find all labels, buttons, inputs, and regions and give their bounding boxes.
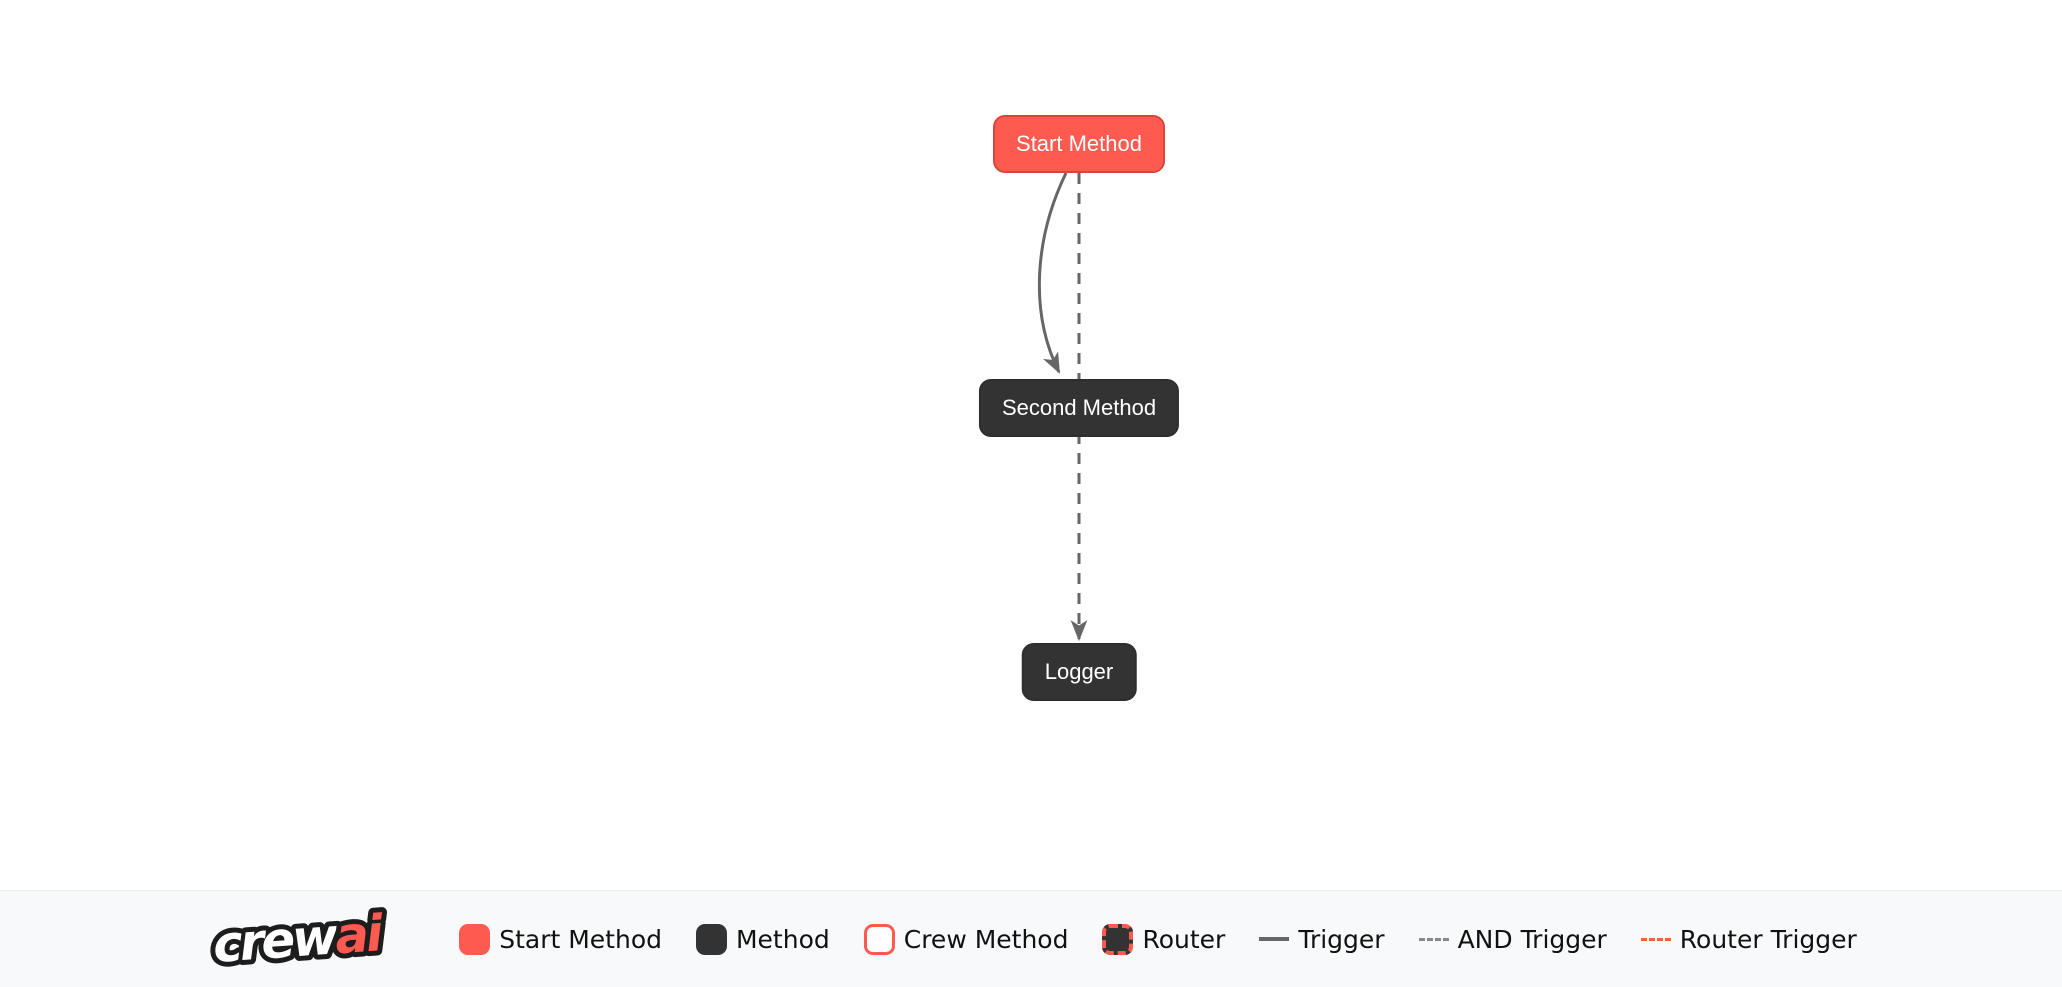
legend-label-start-method: Start Method xyxy=(499,924,662,954)
legend-item-start-method: Start Method xyxy=(459,923,662,955)
legend-label-crew-method: Crew Method xyxy=(903,924,1069,954)
legend-label-trigger: Trigger xyxy=(1298,924,1385,954)
start-method-swatch-icon xyxy=(459,923,491,955)
legend-item-trigger: Trigger xyxy=(1259,924,1385,954)
node-logger[interactable]: Logger xyxy=(1021,643,1137,701)
legend-item-method: Method xyxy=(695,923,830,955)
and-trigger-line-icon xyxy=(1418,937,1449,941)
node-start-method[interactable]: Start Method xyxy=(993,115,1165,173)
legend-bar: crewai Start Method Method Crew Method R… xyxy=(0,890,2062,987)
legend-label-and-trigger: AND Trigger xyxy=(1457,924,1607,954)
legend-item-crew-method: Crew Method xyxy=(863,923,1069,955)
trigger-line-icon xyxy=(1259,937,1290,941)
router-swatch-icon xyxy=(1102,923,1134,955)
legend-item-and-trigger: AND Trigger xyxy=(1418,924,1607,954)
legend-item-router: Router xyxy=(1102,923,1226,955)
trigger-edge xyxy=(1037,172,1068,374)
crew-method-swatch-icon xyxy=(863,923,895,955)
edges-layer xyxy=(1037,172,1088,642)
legend-label-router-trigger: Router Trigger xyxy=(1679,924,1857,954)
legend-label-router: Router xyxy=(1142,924,1226,954)
logo-text-ai: ai xyxy=(333,904,386,965)
node-logger-label: Logger xyxy=(1044,659,1114,684)
router-trigger-line-icon xyxy=(1640,937,1671,941)
crewai-logo: crewai xyxy=(205,899,421,979)
node-start-method-label: Start Method xyxy=(1016,131,1142,156)
flow-diagram-canvas[interactable]: Start Method Second Method Logger xyxy=(0,0,2062,890)
node-second-method[interactable]: Second Method xyxy=(978,379,1180,437)
svg-text:crewai: crewai xyxy=(211,904,386,973)
method-swatch-icon xyxy=(695,923,727,955)
legend-item-router-trigger: Router Trigger xyxy=(1640,924,1857,954)
legend-label-method: Method xyxy=(735,924,830,954)
logo-text-crew: crew xyxy=(211,907,341,973)
node-second-method-label: Second Method xyxy=(1001,395,1157,420)
